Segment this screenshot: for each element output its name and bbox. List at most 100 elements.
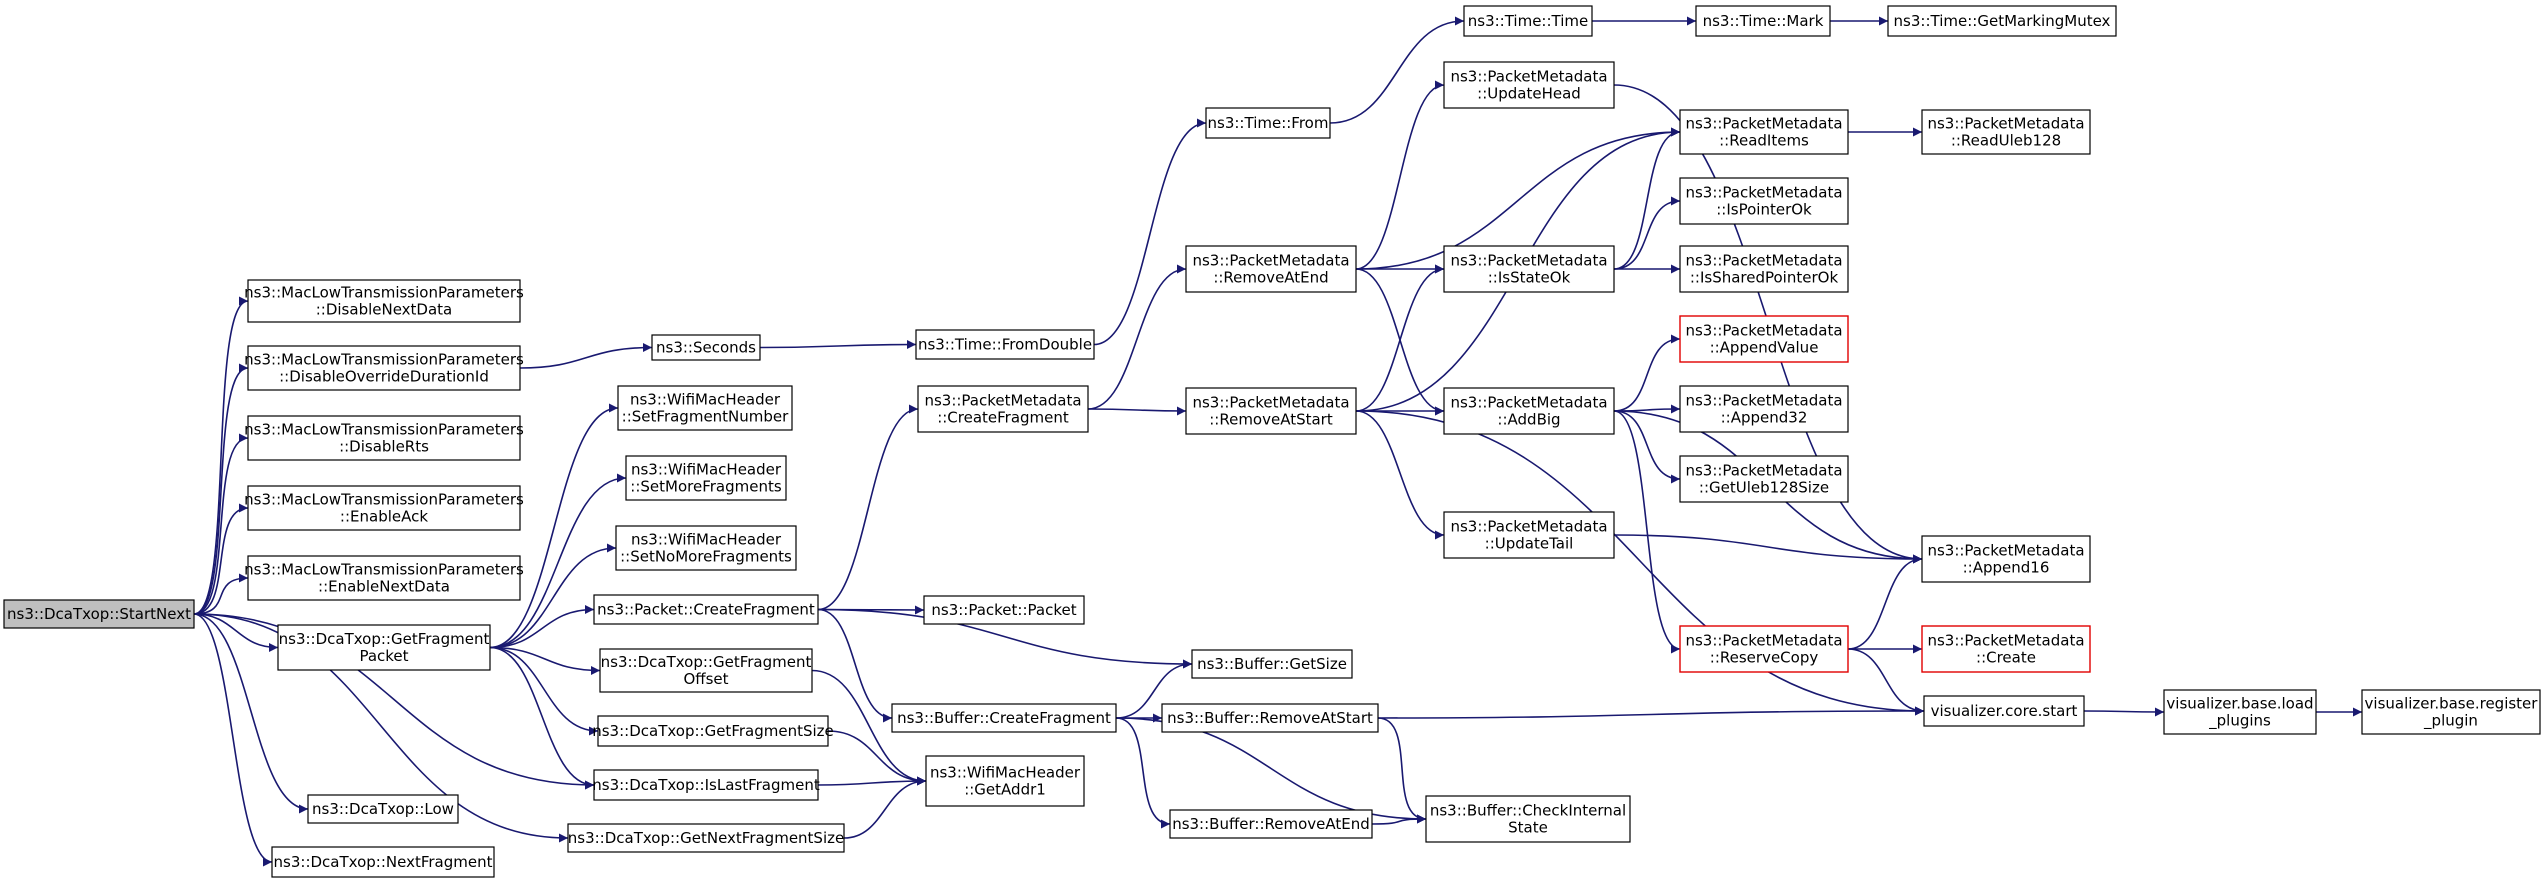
- node-label-line: ::GetAddr1: [964, 781, 1046, 799]
- graph-node-buf-getsize[interactable]: ns3::Buffer::GetSize: [1191, 649, 1353, 679]
- graph-node-startnext[interactable]: ns3::DcaTxop::StartNext: [3, 599, 195, 629]
- node-label-line: ns3::MacLowTransmissionParameters: [244, 421, 524, 439]
- node-label-line: ns3::Buffer::RemoveAtEnd: [1172, 815, 1370, 833]
- graph-node-pm-create[interactable]: ns3::PacketMetadata::Create: [1921, 625, 2091, 673]
- node-box: [247, 279, 521, 323]
- edge-isstateok-to-ispointerok: [1613, 196, 1681, 270]
- graph-node-updatehead[interactable]: ns3::PacketMetadata::UpdateHead: [1443, 61, 1615, 109]
- graph-node-readuleb128[interactable]: ns3::PacketMetadata::ReadUleb128: [1921, 109, 2091, 155]
- edge-getfragmentpacket-to-setnomorefrag: [489, 543, 617, 649]
- node-box: [1921, 109, 2091, 155]
- graph-node-registerplugin[interactable]: visualizer.base.register_plugin: [2361, 689, 2541, 735]
- graph-node-packetcreatefrag[interactable]: ns3::Packet::CreateFragment: [593, 594, 819, 625]
- edge-removeatend-to-readitems: [1355, 127, 1681, 270]
- graph-node-appendvalue[interactable]: ns3::PacketMetadata::AppendValue: [1679, 315, 1849, 363]
- node-box: [1205, 107, 1331, 139]
- graph-node-addbig[interactable]: ns3::PacketMetadata::AddBig: [1443, 387, 1615, 435]
- node-label-line: ::SetMoreFragments: [630, 478, 782, 496]
- node-label-line: ns3::WifiMacHeader: [631, 461, 782, 479]
- graph-node-pm-createfrag[interactable]: ns3::PacketMetadata::CreateFragment: [917, 385, 1089, 433]
- edge-getnextfragsize-to-getaddr1: [843, 776, 927, 839]
- node-box: [617, 385, 793, 431]
- graph-node-buf-createfrag[interactable]: ns3::Buffer::CreateFragment: [891, 703, 1117, 733]
- graph-node-disableoverride[interactable]: ns3::MacLowTransmissionParameters::Disab…: [244, 345, 524, 391]
- graph-node-setnomorefrag[interactable]: ns3::WifiMacHeader::SetNoMoreFragments: [615, 525, 797, 571]
- graph-node-enablenextdata[interactable]: ns3::MacLowTransmissionParameters::Enabl…: [244, 555, 524, 601]
- node-label-line: ns3::PacketMetadata: [1685, 322, 1842, 340]
- graph-node-append16[interactable]: ns3::PacketMetadata::Append16: [1921, 535, 2091, 583]
- edge-addbig-to-reservecopy: [1613, 410, 1681, 654]
- node-label-line: ns3::PacketMetadata: [1685, 252, 1842, 270]
- graph-node-getuleb128size[interactable]: ns3::PacketMetadata::GetUleb128Size: [1679, 455, 1849, 503]
- graph-node-islastfrag[interactable]: ns3::DcaTxop::IsLastFragment: [592, 769, 820, 801]
- node-label-line: ::ReserveCopy: [1710, 649, 1819, 667]
- graph-node-append32[interactable]: ns3::PacketMetadata::Append32: [1679, 385, 1849, 433]
- edge-reservecopy-to-coreStart: [1847, 648, 1925, 716]
- node-label-line: Packet: [359, 647, 408, 665]
- node-label-line: ns3::MacLowTransmissionParameters: [244, 351, 524, 369]
- node-label-line: ::UpdateHead: [1477, 85, 1581, 103]
- graph-node-getaddr1[interactable]: ns3::WifiMacHeader::GetAddr1: [925, 755, 1085, 807]
- graph-node-removeatend[interactable]: ns3::PacketMetadata::RemoveAtEnd: [1185, 245, 1357, 293]
- graph-node-enableack[interactable]: ns3::MacLowTransmissionParameters::Enabl…: [244, 485, 524, 531]
- edge-getfragmentpacket-to-packetcreatefrag: [489, 605, 595, 649]
- graph-node-isstateok[interactable]: ns3::PacketMetadata::IsStateOk: [1443, 245, 1615, 293]
- edges-layer: [193, 16, 2362, 867]
- graph-node-low[interactable]: ns3::DcaTxop::Low: [307, 794, 459, 824]
- graph-node-timemark[interactable]: ns3::Time::Mark: [1695, 5, 1831, 37]
- node-label-line: ns3::PacketMetadata: [1685, 392, 1842, 410]
- edge-getfragmentpacket-to-setfragnum: [489, 403, 619, 649]
- graph-node-updatetail[interactable]: ns3::PacketMetadata::UpdateTail: [1443, 511, 1615, 559]
- node-label-line: ns3::DcaTxop::GetNextFragmentSize: [568, 829, 844, 847]
- edge-buf_createfrag-to-buf_getsize: [1115, 659, 1193, 719]
- graph-node-reservecopy[interactable]: ns3::PacketMetadata::ReserveCopy: [1679, 625, 1849, 673]
- node-label-line: _plugin: [2423, 712, 2478, 731]
- graph-node-setfragnum[interactable]: ns3::WifiMacHeader::SetFragmentNumber: [617, 385, 793, 431]
- graph-node-buf-removeatstart[interactable]: ns3::Buffer::RemoveAtStart: [1161, 703, 1379, 733]
- graph-node-timefrom[interactable]: ns3::Time::From: [1205, 107, 1331, 139]
- graph-node-ispointerok[interactable]: ns3::PacketMetadata::IsPointerOk: [1679, 177, 1849, 225]
- node-label-line: ns3::MacLowTransmissionParameters: [244, 561, 524, 579]
- graph-node-nextfragment[interactable]: ns3::DcaTxop::NextFragment: [271, 846, 495, 878]
- graph-node-getnextfragsize[interactable]: ns3::DcaTxop::GetNextFragmentSize: [567, 823, 845, 853]
- node-box: [1679, 315, 1849, 363]
- node-box: [915, 329, 1095, 360]
- graph-node-readitems[interactable]: ns3::PacketMetadata::ReadItems: [1679, 109, 1849, 155]
- node-label-line: ::DisableRts: [339, 438, 429, 456]
- graph-node-timetime[interactable]: ns3::Time::Time: [1463, 5, 1593, 37]
- graph-node-disablenextdata[interactable]: ns3::MacLowTransmissionParameters::Disab…: [244, 279, 524, 323]
- graph-node-fromdouble[interactable]: ns3::Time::FromDouble: [915, 329, 1095, 360]
- node-box: [925, 755, 1085, 807]
- graph-node-buf-removeatend[interactable]: ns3::Buffer::RemoveAtEnd: [1169, 809, 1373, 839]
- node-box: [917, 385, 1089, 433]
- graph-node-setmorefrag[interactable]: ns3::WifiMacHeader::SetMoreFragments: [625, 455, 787, 501]
- node-box: [625, 455, 787, 501]
- graph-node-issharedpointerok[interactable]: ns3::PacketMetadata::IsSharedPointerOk: [1679, 245, 1849, 293]
- node-label-line: ::IsStateOk: [1488, 269, 1571, 287]
- graph-node-removeatstart[interactable]: ns3::PacketMetadata::RemoveAtStart: [1185, 387, 1357, 435]
- node-label-line: ::GetUleb128Size: [1699, 479, 1829, 497]
- node-box: [651, 334, 761, 361]
- node-label-line: ::EnableNextData: [318, 578, 450, 596]
- graph-node-seconds[interactable]: ns3::Seconds: [651, 334, 761, 361]
- node-box: [1679, 245, 1849, 293]
- node-label-line: ::RemoveAtStart: [1209, 411, 1333, 429]
- graph-node-coreStart[interactable]: visualizer.core.start: [1923, 695, 2085, 727]
- graph-node-packetpacket[interactable]: ns3::Packet::Packet: [923, 595, 1085, 625]
- graph-node-loadplugins[interactable]: visualizer.base.load_plugins: [2163, 689, 2317, 735]
- node-label-line: ::AppendValue: [1710, 339, 1819, 357]
- edge-getfragmentpacket-to-getfragoffset: [489, 646, 601, 675]
- graph-node-getfragsize[interactable]: ns3::DcaTxop::GetFragmentSize: [592, 715, 834, 747]
- edge-startnext-to-getfragmentpacket: [193, 613, 279, 652]
- graph-node-getmarkingmutex[interactable]: ns3::Time::GetMarkingMutex: [1887, 5, 2117, 37]
- node-label-line: ns3::Time::Mark: [1703, 12, 1824, 30]
- node-label-line: ns3::PacketMetadata: [1685, 115, 1842, 133]
- edge-coreStart-to-loadplugins: [2083, 707, 2165, 717]
- graph-node-disablerts[interactable]: ns3::MacLowTransmissionParameters::Disab…: [244, 415, 524, 461]
- node-box: [615, 525, 797, 571]
